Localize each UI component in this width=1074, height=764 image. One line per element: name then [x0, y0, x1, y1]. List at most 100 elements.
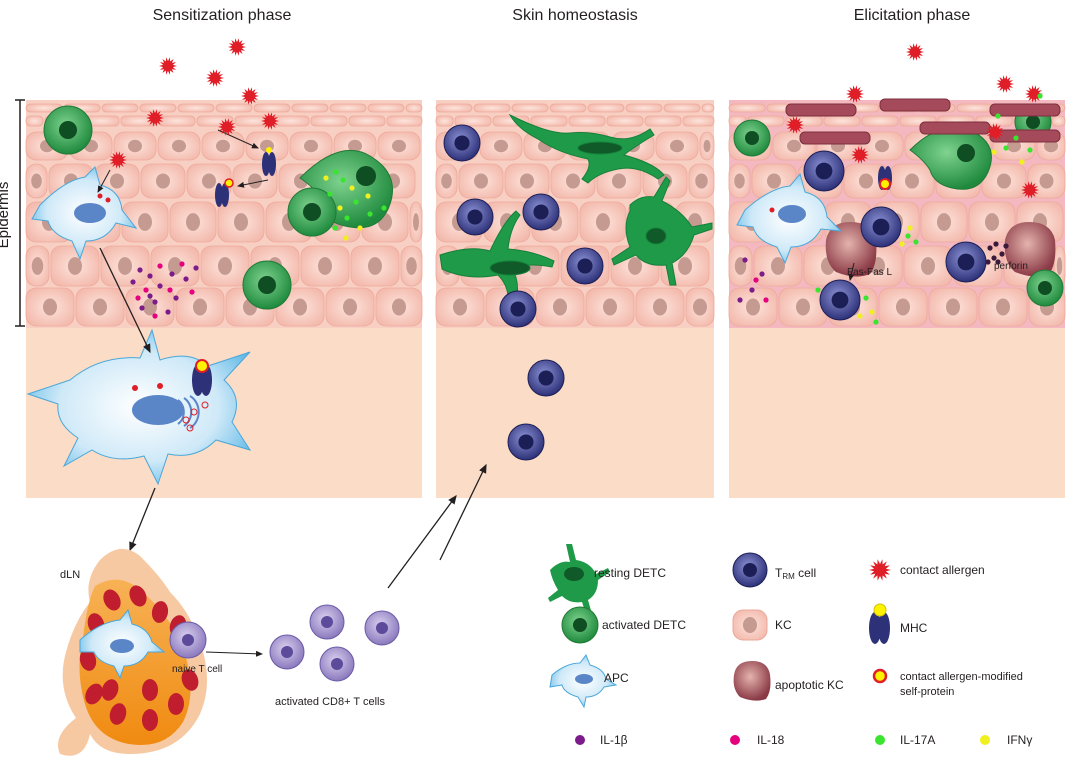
- activated-cd8-label: activated CD8+ T cells: [275, 696, 385, 708]
- kc-nucleus: [234, 213, 248, 231]
- legend-activated-detc-icon: [561, 606, 599, 644]
- il17a-dot: [381, 205, 387, 211]
- legend-activated-detc: activated DETC: [602, 618, 686, 632]
- activated-detc: [1026, 269, 1064, 307]
- allergen-icon: [261, 112, 279, 130]
- trm-cell: [803, 150, 845, 192]
- il17a-dot: [1013, 135, 1019, 141]
- keratinocyte: [701, 103, 715, 113]
- legend-il18: IL-18: [757, 733, 785, 747]
- activated-detc: [242, 260, 292, 310]
- kc-nucleus: [474, 173, 488, 189]
- kc-nucleus: [348, 139, 362, 153]
- kc-nucleus: [1044, 139, 1058, 153]
- legend-kc: KC: [775, 618, 792, 632]
- node-follicle: [142, 709, 158, 731]
- apc-migrating: [26, 328, 252, 486]
- kc-nucleus: [392, 298, 406, 316]
- ifng-dot: [323, 175, 329, 181]
- corneocyte-plate: [989, 129, 1061, 143]
- keratinocyte: [861, 115, 899, 127]
- apoptotic-kc: [1004, 222, 1056, 277]
- kc-nucleus: [138, 213, 152, 231]
- keratinocyte: [511, 103, 549, 113]
- il17a-dot: [1003, 145, 1009, 151]
- kc-nucleus: [406, 257, 417, 275]
- keratinocyte: [291, 103, 329, 113]
- kc-nucleus: [413, 213, 419, 231]
- trm-cell: [522, 193, 560, 231]
- il17a-dot: [344, 215, 350, 221]
- kc-nucleus: [453, 298, 467, 316]
- il17a-dot: [873, 319, 879, 325]
- legend-allergen: contact allergen: [900, 563, 985, 577]
- il1b-dot: [749, 287, 755, 293]
- kc-nucleus: [905, 173, 919, 189]
- keratinocyte: [956, 103, 994, 113]
- apc-epidermis: [31, 166, 138, 261]
- il17a-dot: [327, 191, 333, 197]
- node-follicle: [103, 589, 121, 611]
- kc-nucleus: [859, 173, 873, 189]
- il1b-dot: [193, 265, 199, 271]
- kc-nucleus: [172, 139, 186, 153]
- kc-nucleus: [678, 257, 692, 275]
- legend-il1b: IL-1β: [600, 733, 628, 747]
- resting-detc: [508, 113, 665, 184]
- kc-nucleus: [202, 173, 216, 189]
- il1b-dot: [169, 271, 175, 277]
- kc-nucleus: [703, 139, 711, 153]
- allergen-icon: [906, 43, 924, 61]
- il18-dot: [753, 277, 759, 283]
- trm-cell: [527, 359, 565, 397]
- perforin-label: perforin: [994, 261, 1028, 272]
- kc-nucleus: [746, 298, 760, 316]
- kc-nucleus: [216, 139, 230, 153]
- homeostasis-content: [439, 113, 713, 561]
- keratinocyte: [101, 103, 139, 113]
- il1b-dot: [759, 271, 765, 277]
- il18-dot: [152, 313, 158, 319]
- keratinocyte: [1051, 115, 1066, 127]
- legend-allergen-icon: [869, 559, 891, 581]
- legend-apoptotic-kc: apoptotic KC: [775, 678, 844, 692]
- legend-mhc: MHC: [900, 621, 928, 635]
- apc-epidermis: [736, 172, 843, 265]
- kc-nucleus: [118, 257, 132, 275]
- kc-nucleus: [612, 173, 626, 189]
- kc-nucleus: [628, 257, 642, 275]
- keratinocyte: [348, 115, 386, 127]
- legend: resting DETC activated DETC APC TRM cell…: [548, 544, 1032, 747]
- activated-detc: [299, 149, 393, 229]
- trm-cell: [456, 198, 494, 236]
- keratinocyte: [823, 115, 861, 127]
- kc-nucleus: [248, 173, 262, 189]
- node-follicle: [109, 703, 127, 725]
- allergen-icon: [1025, 85, 1043, 103]
- allergen-icon: [1021, 181, 1039, 199]
- il1b-dot: [147, 273, 153, 279]
- legend-apc-icon: [549, 653, 618, 709]
- kc-nucleus: [734, 173, 745, 189]
- naive-t-label: naive T cell: [172, 664, 222, 675]
- kc-nucleus: [603, 298, 617, 316]
- node-follicle: [79, 649, 97, 671]
- legend-modified-icon: [872, 668, 888, 684]
- kc-nucleus: [946, 298, 960, 316]
- activated-cd8-cell: [309, 604, 345, 640]
- legend-apoptotic-kc-icon: [733, 661, 771, 701]
- il17a-dot: [863, 295, 869, 301]
- legend-il1b-dot: [575, 735, 585, 745]
- kc-nucleus: [110, 173, 124, 189]
- il17a-dot: [340, 177, 346, 183]
- il18-dot: [157, 263, 163, 269]
- il17a-dot: [353, 199, 359, 205]
- allergen-icon: [206, 69, 224, 87]
- lymph-node: [58, 548, 207, 756]
- kc-nucleus: [193, 298, 207, 316]
- legend-il17a-dot: [875, 735, 885, 745]
- perforin-dot: [985, 259, 991, 265]
- keratinocyte: [682, 115, 715, 127]
- allergen-icon: [228, 38, 246, 56]
